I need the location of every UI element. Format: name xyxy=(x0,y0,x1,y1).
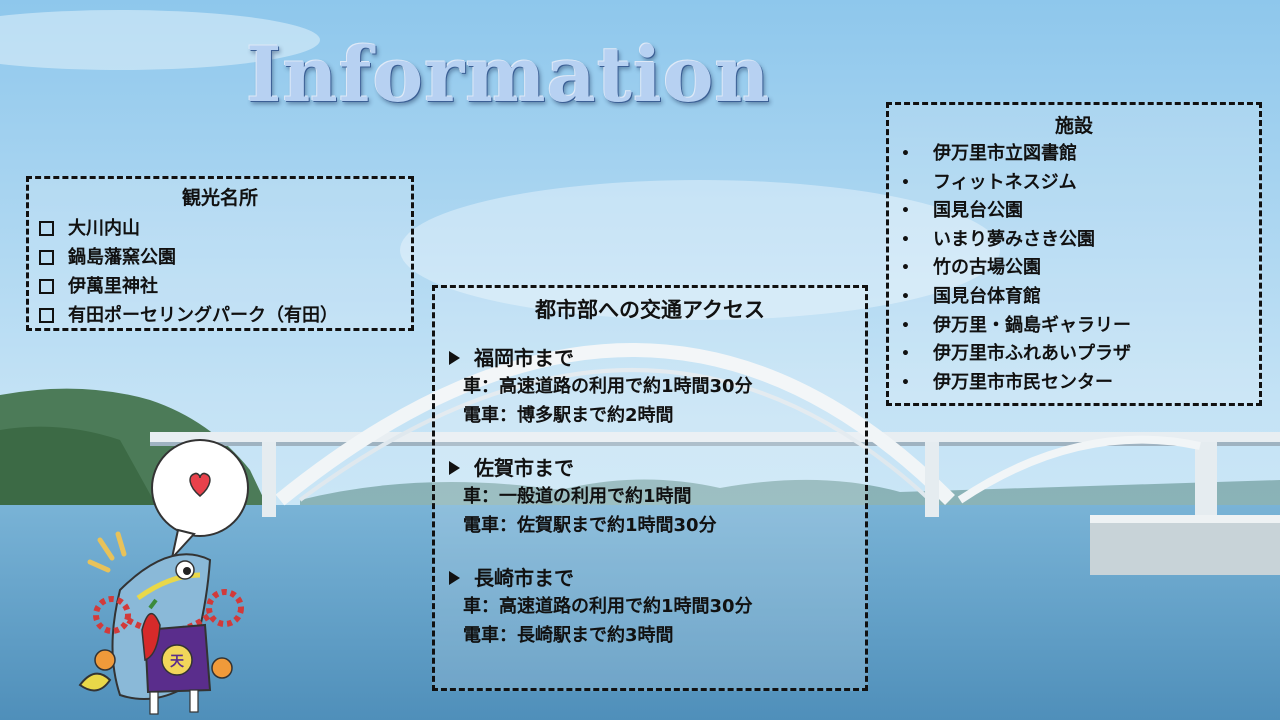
speech-bubble xyxy=(151,439,249,562)
destination-fukuoka: 福岡市まで 車：高速道路の利用で約1時間30分 電車：博多駅まで約2時間 xyxy=(449,344,851,430)
facilities-panel: 施設 •伊万里市立図書館 •フィットネスジム •国見台公園 •いまり夢みさき公園… xyxy=(886,102,1262,406)
arrow-bullet-icon xyxy=(449,571,460,585)
facilities-heading: 施設 xyxy=(1054,115,1093,137)
sightseeing-list: 大川内山 鍋島藩窯公園 伊萬里神社 有田ポーセリングパーク（有田） xyxy=(39,214,401,330)
dot-bullet-icon: • xyxy=(901,146,910,162)
list-item: •いまり夢みさき公園 xyxy=(901,226,1247,255)
list-item: •国見台体育館 xyxy=(901,283,1247,312)
square-bullet-icon xyxy=(39,308,54,323)
destination-saga: 佐賀市まで 車：一般道の利用で約1時間 電車：佐賀駅まで約1時間30分 xyxy=(449,454,851,540)
square-bullet-icon xyxy=(39,250,54,265)
list-item: 伊萬里神社 xyxy=(39,272,401,301)
car-access: 車：一般道の利用で約1時間 xyxy=(463,486,692,507)
sightseeing-panel: 観光名所 大川内山 鍋島藩窯公園 伊萬里神社 有田ポーセリングパーク（有田） xyxy=(26,176,414,331)
facilities-list: •伊万里市立図書館 •フィットネスジム •国見台公園 •いまり夢みさき公園 •竹… xyxy=(901,140,1247,397)
list-item: •フィットネスジム xyxy=(901,169,1247,198)
list-item: •伊万里市市民センター xyxy=(901,369,1247,398)
page-title: Information xyxy=(246,30,771,119)
dot-bullet-icon: • xyxy=(901,374,910,391)
heart-icon xyxy=(189,472,211,497)
list-item: 有田ポーセリングパーク（有田） xyxy=(39,301,401,330)
list-item: 鍋島藩窯公園 xyxy=(39,243,401,272)
list-item: •伊万里市立図書館 xyxy=(901,140,1247,169)
destination-nagasaki: 長崎市まで 車：高速道路の利用で約1時間30分 電車：長崎駅まで約3時間 xyxy=(449,564,851,650)
list-item: •伊万里・鍋島ギャラリー xyxy=(901,312,1247,341)
square-bullet-icon xyxy=(39,279,54,294)
train-access: 電車：佐賀駅まで約1時間30分 xyxy=(463,515,717,536)
list-item: •国見台公園 xyxy=(901,197,1247,226)
dot-bullet-icon: • xyxy=(901,174,910,191)
access-heading: 都市部への交通アクセス xyxy=(535,298,765,322)
arrow-bullet-icon xyxy=(449,461,460,475)
dot-bullet-icon: • xyxy=(901,288,910,305)
list-item: 大川内山 xyxy=(39,214,401,243)
arrow-bullet-icon xyxy=(449,351,460,365)
dot-bullet-icon: • xyxy=(901,260,910,277)
dot-bullet-icon: • xyxy=(901,346,910,363)
dot-bullet-icon: • xyxy=(901,317,910,334)
list-item: •竹の古場公園 xyxy=(901,254,1247,283)
sightseeing-heading: 観光名所 xyxy=(181,187,258,209)
list-item: •伊万里市ふれあいプラザ xyxy=(901,340,1247,369)
car-access: 車：高速道路の利用で約1時間30分 xyxy=(463,596,753,617)
dot-bullet-icon: • xyxy=(901,203,910,220)
svg-text:天: 天 xyxy=(170,654,185,670)
train-access: 電車：長崎駅まで約3時間 xyxy=(463,625,674,646)
tuna-mascot: 天 xyxy=(78,439,249,715)
dot-bullet-icon: • xyxy=(901,231,910,248)
access-panel: 都市部への交通アクセス 福岡市まで 車：高速道路の利用で約1時間30分 電車：博… xyxy=(432,285,868,691)
square-bullet-icon xyxy=(39,221,54,236)
fish-character: 天 xyxy=(78,531,244,715)
train-access: 電車：博多駅まで約2時間 xyxy=(463,405,674,426)
car-access: 車：高速道路の利用で約1時間30分 xyxy=(463,376,753,397)
